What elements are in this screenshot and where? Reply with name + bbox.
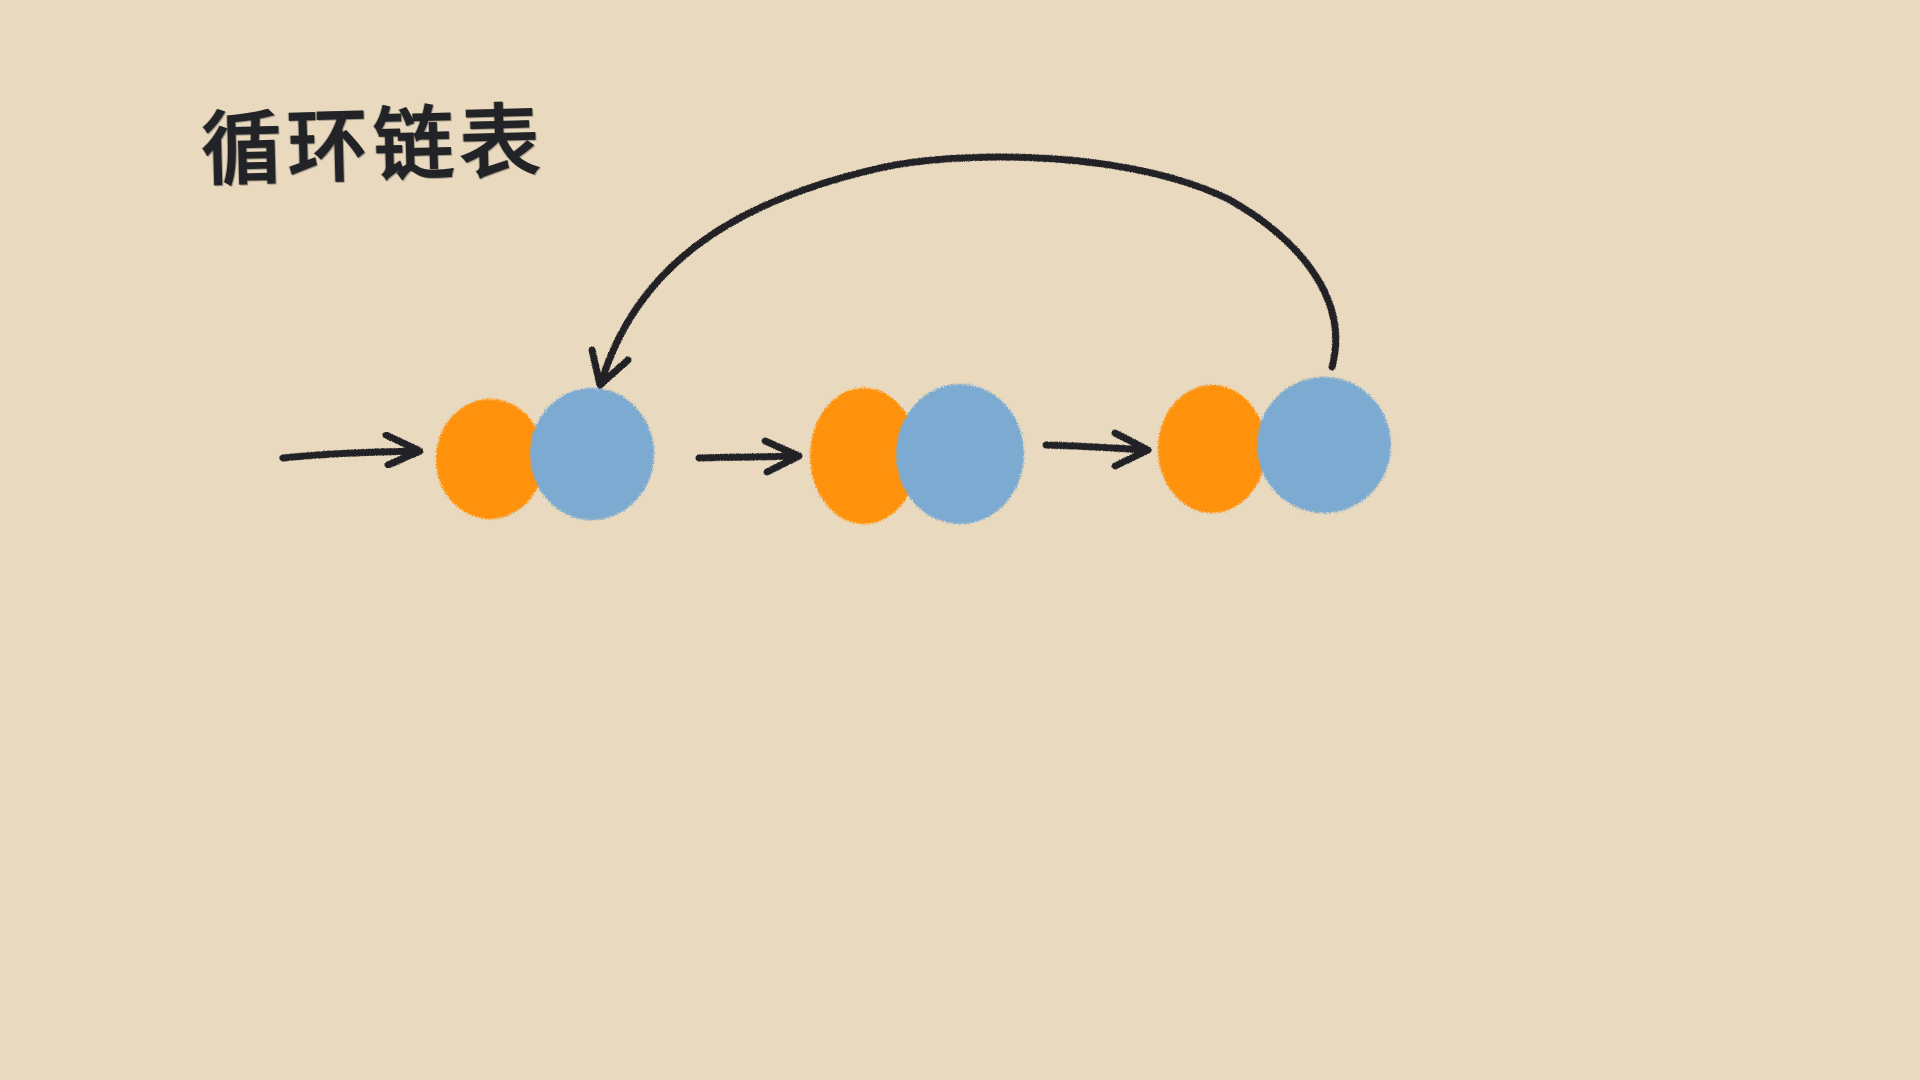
list-node-1 — [436, 388, 654, 520]
node-3-data-part — [1158, 385, 1266, 513]
list-node-3 — [1158, 377, 1391, 513]
node-1-data-part — [436, 399, 544, 519]
arrow-node-1-to-node-2 — [695, 437, 803, 476]
node-3-pointer-part — [1257, 377, 1391, 513]
node-1-pointer-part — [530, 388, 654, 520]
node-2-pointer-part — [896, 384, 1024, 524]
head-pointer-arrow — [279, 431, 424, 469]
node-2-data-part — [810, 388, 918, 524]
loop-back-arrow — [588, 153, 1340, 389]
list-node-2 — [810, 384, 1024, 524]
arrow-node-2-to-node-3 — [1042, 429, 1152, 470]
